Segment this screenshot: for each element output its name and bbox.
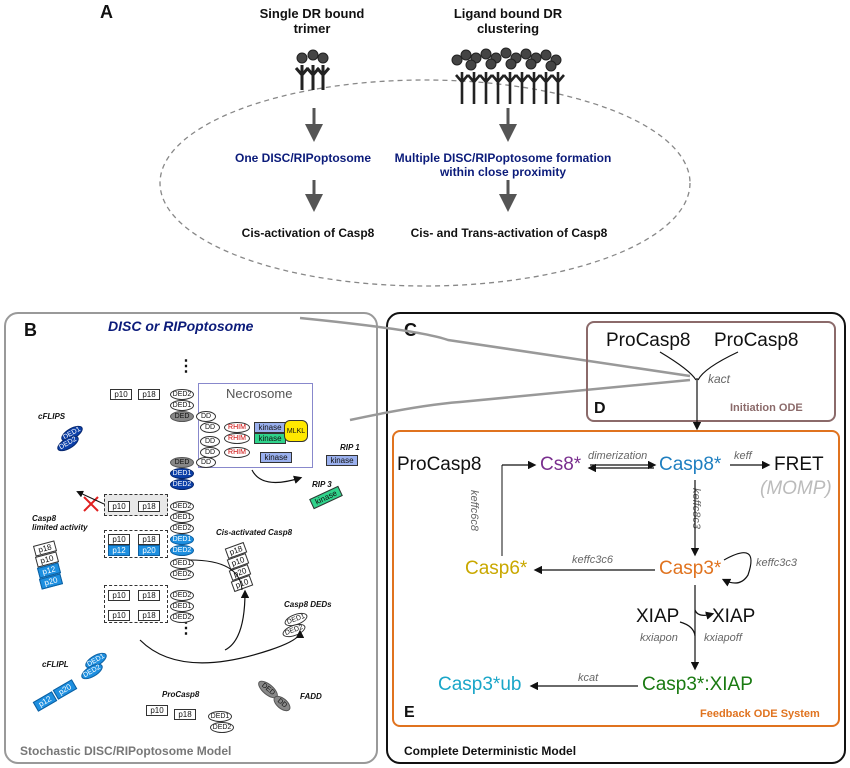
panel-a-arrows (305, 108, 517, 212)
cflipl-label: cFLIPL (42, 660, 69, 669)
p18-row16: p18 (138, 610, 160, 621)
e-procasp8: ProCasp8 (397, 454, 482, 475)
e-xiap-a: XIAP (636, 606, 680, 627)
panel-d-frame (586, 321, 836, 422)
cis-activated-label: Cis-activated Casp8 (216, 528, 293, 537)
ded2-row13: DED2 (170, 569, 194, 580)
receptor-cluster (451, 47, 565, 104)
kinase-3: kinase (260, 452, 292, 463)
ded2-row11: DED2 (170, 545, 194, 556)
p18-row14: p18 (138, 590, 160, 601)
panel-c-footer: Complete Deterministic Model (404, 744, 577, 758)
cis-activation-label: Cis-activation of Casp8 (241, 226, 375, 240)
d-procasp8-a: ProCasp8 (606, 330, 691, 351)
ded2-row16: DED2 (170, 612, 194, 623)
casp8-limited-label: Casp8 limited activity (32, 514, 88, 532)
dimerization-label: dimerization (588, 450, 648, 462)
dashed-group-2 (104, 530, 168, 558)
panel-c-frame (386, 312, 846, 764)
dd-row4: DD (196, 457, 216, 468)
inhibition-x (83, 496, 99, 512)
dd-rip-3: DD (200, 436, 220, 447)
keff-label: keff (734, 450, 752, 462)
rip3-label: RIP 3 (312, 480, 332, 489)
panel-e-frame (392, 430, 840, 727)
panel-e-letter: E (404, 704, 415, 721)
necrosome-label: Necrosome (226, 386, 293, 401)
rhim-2: RHIM (224, 433, 250, 444)
panel-a-letter: A (100, 2, 113, 22)
ded-row3: DED (170, 411, 194, 422)
e-casp3ub: Casp3*ub (438, 674, 522, 695)
p20-row11: p20 (138, 545, 160, 556)
panel-b-title: DISC or RIPoptosome (108, 318, 254, 334)
keffc3c3-label: keffc3c3 (756, 557, 797, 569)
panel-d-letter: D (594, 400, 606, 417)
single-receptor-trimer (294, 49, 331, 90)
e-casp3: Casp3* (659, 558, 722, 579)
kxiapon-label: kxiapon (640, 632, 678, 644)
e-casp8: Casp8* (659, 454, 722, 475)
fadd-label: FADD (300, 692, 322, 701)
ded2-row6: DED2 (170, 479, 194, 490)
e-cs8: Cs8* (540, 454, 582, 475)
panel-b-frame (4, 312, 378, 764)
pro-p18: p18 (174, 709, 196, 720)
single-dr-title: Single DR bound trimer (259, 6, 365, 36)
procasp8-label: ProCasp8 (162, 690, 200, 699)
pro-ded2: DED2 (210, 722, 234, 733)
panel-b-footer: Stochastic DISC/RIPoptosome Model (20, 744, 232, 758)
panel-d-footer: Initiation ODE (730, 402, 803, 414)
p10-row10: p10 (108, 534, 130, 545)
e-momp: (MOMP) (760, 478, 832, 499)
dd-row3: DD (196, 411, 216, 422)
pro-p10: p10 (146, 705, 168, 716)
e-fret: FRET (774, 454, 824, 475)
casp8-deds-label: Casp8 DEDs (284, 600, 332, 609)
e-casp3xiap: Casp3*:XIAP (642, 674, 753, 695)
necrosome-box (198, 383, 313, 468)
cflips-label: cFLIPS (38, 412, 66, 421)
p18-row1: p18 (138, 389, 160, 400)
multiple-disc-label: Multiple DISC/RIPoptosome formation with… (394, 151, 612, 179)
dots-top: ⋮ (178, 358, 194, 375)
dashed-group-3 (104, 585, 168, 623)
panel-b-letter: B (24, 320, 37, 340)
kcat-label: kcat (578, 672, 599, 684)
p10-row14: p10 (108, 590, 130, 601)
ligand-dr-title: Ligand bound DR clustering (453, 6, 563, 36)
panel-a-graphics (159, 47, 691, 287)
d-procasp8-b: ProCasp8 (714, 330, 799, 351)
panel-c-letter: C (404, 320, 417, 340)
rip1-label: RIP 1 (340, 443, 360, 452)
panel-e-footer: Feedback ODE System (700, 708, 820, 720)
cis-trans-activation-label: Cis- and Trans-activation of Casp8 (410, 226, 608, 240)
p10-row16: p10 (108, 610, 130, 621)
keffc3c6-label: keffc3c6 (572, 554, 613, 566)
kact-label: kact (708, 372, 731, 386)
p18-row10: p18 (138, 534, 160, 545)
dots-bottom: ⋮ (178, 620, 194, 637)
p10-row7: p10 (108, 501, 130, 512)
e-casp6: Casp6* (465, 558, 528, 579)
mlkl: MLKL (284, 420, 308, 442)
p12-row11: p12 (108, 545, 130, 556)
one-disc-label: One DISC/RIPoptosome (234, 151, 372, 165)
membrane-ellipse (159, 79, 691, 287)
p10-row1: p10 (110, 389, 132, 400)
kxiapoff-label: kxiapoff (704, 632, 742, 644)
rhim-3: RHIM (224, 447, 250, 458)
e-xiap-b: XIAP (712, 606, 756, 627)
dd-rip-1: DD (200, 422, 220, 433)
rip1-kinase: kinase (326, 455, 358, 466)
p18-row7: p18 (138, 501, 160, 512)
